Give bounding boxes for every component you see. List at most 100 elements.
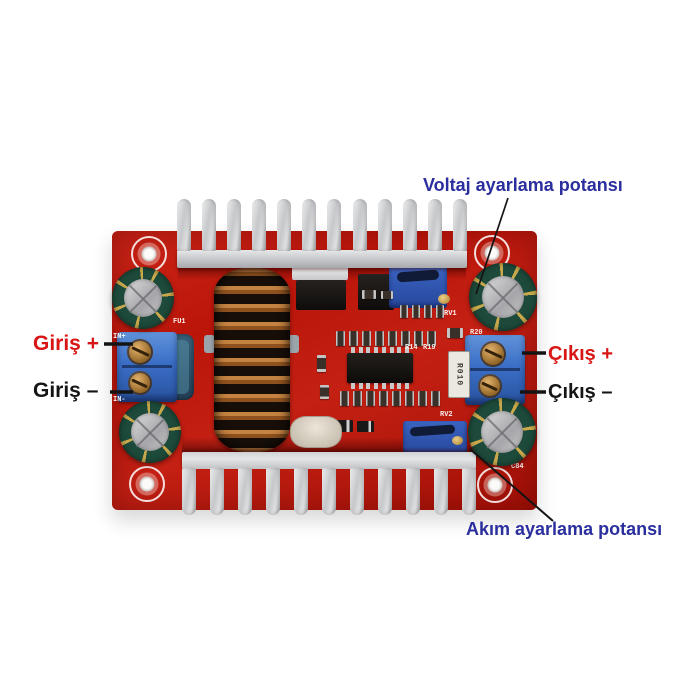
capacitor-vent-top	[130, 412, 170, 452]
inductor-clip-right	[288, 335, 299, 353]
smd-chip	[340, 391, 349, 406]
smd-chip	[379, 391, 388, 406]
heatsink-fin	[427, 199, 442, 251]
voltage-trimpot-adjust-screw	[438, 294, 450, 304]
heatsink-fin	[266, 468, 280, 515]
heatsink-fin	[352, 199, 367, 251]
ic-pin	[397, 383, 402, 389]
annotation-output-plus: Çıkış +	[548, 343, 614, 365]
heatsink-top-fins	[177, 199, 467, 251]
heatsink-top	[177, 199, 467, 268]
electrolytic-capacitor-top-left	[112, 267, 174, 329]
smd-chip	[431, 391, 440, 406]
ic-pin	[374, 383, 379, 389]
silkscreen-label-r20: R20	[470, 329, 483, 337]
heatsink-fin	[177, 199, 191, 251]
output-terminal-screw-plus	[480, 341, 506, 367]
heatsink-fin	[327, 199, 342, 251]
transistor-tab	[292, 266, 348, 280]
heatsink-fin	[434, 468, 448, 515]
smd-chip	[317, 355, 326, 372]
heatsink-fin	[182, 468, 196, 515]
heatsink-bottom	[182, 452, 476, 515]
heatsink-fin	[322, 468, 336, 515]
annotation-input-minus: Giriş –	[33, 379, 99, 402]
smd-chip	[392, 391, 401, 406]
mounting-hole-bottom-right	[477, 467, 513, 503]
smd-diode	[357, 421, 374, 432]
heatsink-fin	[406, 468, 420, 515]
mounting-hole-bottom-left	[129, 466, 165, 502]
heatsink-fin	[402, 199, 417, 251]
smd-chip	[336, 331, 345, 346]
shunt-resistor: R010	[448, 351, 470, 398]
silkscreen-label-in-plus: IN+	[113, 333, 126, 341]
smd-chip	[414, 331, 423, 346]
smd-chip	[405, 391, 414, 406]
smd-chip	[366, 391, 375, 406]
ic-pin	[404, 347, 409, 353]
heatsink-fin	[377, 199, 392, 251]
heatsink-fin	[462, 468, 476, 515]
ic-pin	[358, 347, 363, 353]
capacitor-vent-top	[123, 278, 163, 318]
annotation-output-minus: Çıkış –	[548, 381, 613, 403]
heatsink-fin	[294, 468, 308, 515]
control-ic	[347, 347, 413, 389]
input-terminal-screw-plus	[127, 339, 153, 365]
ic-pin	[374, 347, 379, 353]
ic-pin	[351, 383, 355, 389]
inductor-coil	[214, 268, 290, 452]
smd-chip	[427, 331, 436, 346]
ic-pin	[366, 347, 371, 353]
smd-chip	[401, 331, 410, 346]
electrolytic-capacitor-bottom-left	[119, 401, 181, 463]
heatsink-bottom-base	[182, 452, 476, 469]
heatsink-fin	[227, 199, 242, 251]
smd-chip	[436, 305, 444, 318]
transistor-body	[296, 280, 346, 310]
smd-chip	[418, 391, 427, 406]
input-terminal-screw-minus	[128, 371, 152, 395]
capacitor-vent-top	[481, 275, 525, 319]
ic-body	[347, 353, 413, 383]
ic-pins-bottom	[347, 383, 413, 389]
trimpot-slot	[396, 269, 440, 283]
ic-pins-top	[347, 347, 413, 353]
silkscreen-label-rv2: RV2	[440, 411, 453, 419]
heatsink-bottom-fins	[182, 468, 476, 515]
ic-pin	[366, 383, 371, 389]
ic-pin	[358, 383, 363, 389]
ic-pin	[389, 347, 394, 353]
ic-pin	[381, 347, 386, 353]
capacitor-vent-top	[480, 410, 524, 454]
output-terminal-screw-minus	[478, 374, 502, 398]
smd-chip	[381, 291, 393, 299]
ic-pin	[397, 347, 402, 353]
smd-chip	[349, 331, 358, 346]
smd-chip	[375, 331, 384, 346]
capacitor-cylinder	[290, 416, 342, 448]
heatsink-fin	[210, 468, 224, 515]
electrolytic-capacitor-bottom-right	[468, 398, 536, 466]
smd-chip	[353, 391, 362, 406]
silkscreen-label-r19: R19	[423, 344, 436, 352]
silkscreen-label-rv1: RV1	[444, 310, 457, 318]
electrolytic-capacitor-top-right	[469, 263, 537, 331]
trimpot-slot	[409, 424, 456, 437]
smd-chip	[424, 305, 432, 318]
smd-resistor-r20	[447, 328, 463, 338]
annotation-voltage-pot: Voltaj ayarlama potansı	[423, 175, 623, 195]
ic-pin	[381, 383, 386, 389]
shunt-label: R010	[454, 362, 464, 387]
heatsink-fin	[452, 199, 467, 251]
smd-chip	[400, 305, 408, 318]
silkscreen-label-in-minus: IN-	[113, 396, 126, 404]
heatsink-fin	[350, 468, 364, 515]
ic-pin	[404, 383, 409, 389]
inductor-clip-left	[204, 335, 215, 353]
heatsink-fin	[252, 199, 267, 251]
voltage-trimpot	[389, 265, 447, 308]
annotation-current-pot: Akım ayarlama potansı	[466, 519, 663, 539]
